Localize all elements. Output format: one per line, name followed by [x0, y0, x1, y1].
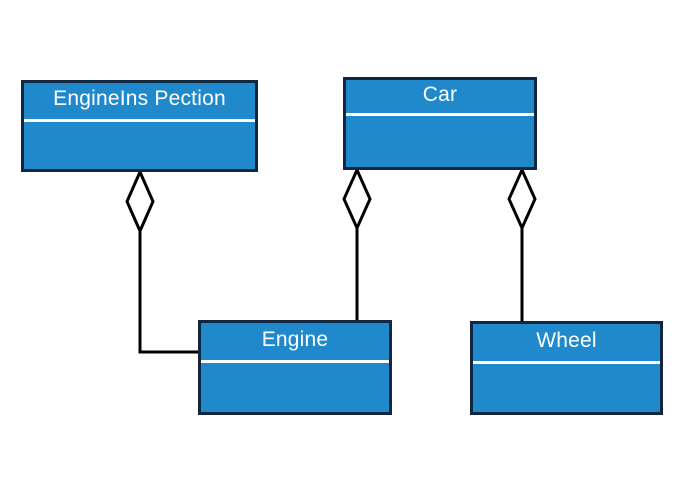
- uml-attributes-compartment: [201, 363, 389, 412]
- uml-compartment-divider: [346, 113, 534, 116]
- uml-class-name-car: Car: [422, 83, 458, 106]
- uml-class-name-wheel: Wheel: [536, 329, 597, 352]
- uml-attributes-compartment: [24, 122, 255, 169]
- uml-class-name-engine-inspection: EngineIns Pection: [53, 87, 226, 110]
- uml-attributes-compartment: [346, 116, 534, 167]
- connector-engine-inspection-to-engine[interactable]: [125, 168, 200, 354]
- uml-compartment-divider: [201, 360, 389, 363]
- uml-class-engine-inspection[interactable]: EngineIns Pection: [21, 80, 258, 172]
- connector-car-to-wheel[interactable]: [507, 166, 537, 323]
- connector-car-to-engine[interactable]: [342, 166, 372, 322]
- uml-compartment-divider: [24, 119, 255, 122]
- uml-attributes-compartment: [473, 364, 660, 412]
- aggregation-diamond-icon: [342, 166, 372, 232]
- uml-class-car[interactable]: Car: [343, 77, 537, 170]
- uml-class-name-engine: Engine: [261, 328, 329, 351]
- aggregation-line: [138, 229, 200, 354]
- uml-compartment-divider: [473, 361, 660, 364]
- uml-class-engine[interactable]: Engine: [198, 320, 392, 415]
- aggregation-diamond-icon: [507, 166, 537, 232]
- aggregation-diamond-icon: [125, 168, 155, 235]
- uml-class-wheel[interactable]: Wheel: [470, 321, 663, 415]
